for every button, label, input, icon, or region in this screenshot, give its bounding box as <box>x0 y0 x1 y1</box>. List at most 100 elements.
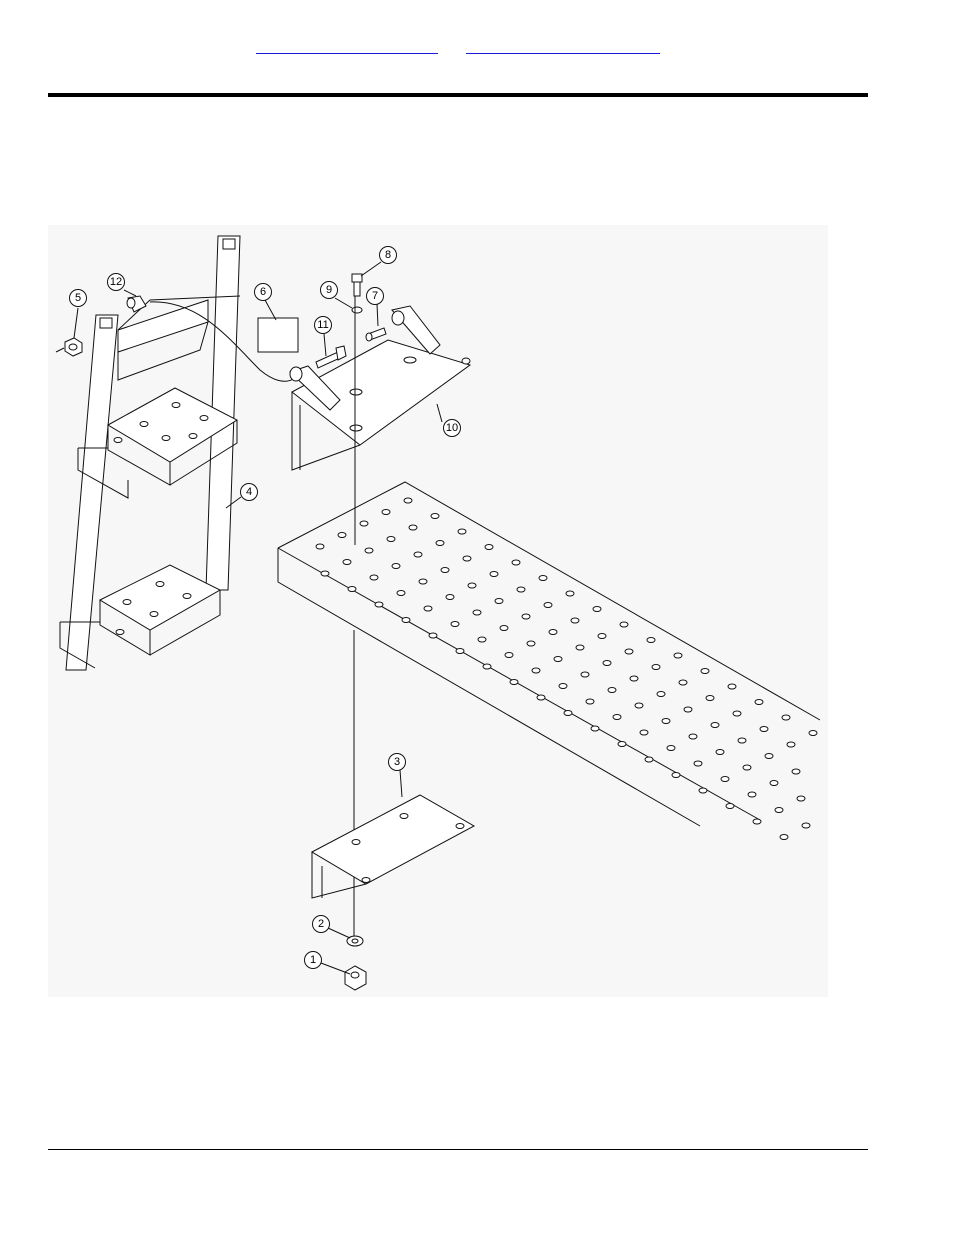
tread-hole <box>485 545 493 550</box>
tread-hole <box>532 668 540 673</box>
footer-rule <box>48 1149 868 1150</box>
tread-hole <box>402 618 410 623</box>
tread-hole <box>608 688 616 693</box>
tread-hole <box>635 703 643 708</box>
tread-hole <box>674 653 682 658</box>
callout-label-7: 7 <box>372 290 378 302</box>
tread-hole <box>404 498 412 503</box>
tread-hole <box>564 711 572 716</box>
tread-hole <box>544 603 552 608</box>
tread-hole <box>662 719 670 724</box>
bolt-item-8 <box>352 274 362 296</box>
tread-hole <box>640 730 648 735</box>
tread-hole <box>787 742 795 747</box>
tread-hole <box>738 738 746 743</box>
callout-label-3: 3 <box>394 756 400 768</box>
tread-hole <box>539 576 547 581</box>
tread-hole <box>473 610 481 615</box>
tread-hole <box>743 765 751 770</box>
tread-hole <box>765 754 773 759</box>
tread-hole <box>728 684 736 689</box>
tread-hole <box>657 692 665 697</box>
tread-hole <box>566 591 574 596</box>
tread-hole <box>510 680 518 685</box>
tread-hole <box>620 622 628 627</box>
tread-hole <box>603 661 611 666</box>
tread-hole <box>446 595 454 600</box>
tread-hole <box>414 552 422 557</box>
tread-hole <box>527 641 535 646</box>
tread-hole <box>809 731 817 736</box>
tread-hole <box>500 626 508 631</box>
tread-hole <box>512 560 520 565</box>
tread-hole <box>748 792 756 797</box>
tread-hole <box>436 541 444 546</box>
tread-hole <box>468 583 476 588</box>
tread-hole <box>672 773 680 778</box>
tread-hole <box>316 544 324 549</box>
tread-hole <box>456 649 464 654</box>
tread-hole <box>586 699 594 704</box>
tread-hole <box>647 638 655 643</box>
tread-hole <box>321 571 329 576</box>
callout-label-2: 2 <box>318 918 324 930</box>
tread-hole <box>684 707 692 712</box>
tread-hole <box>576 645 584 650</box>
callout-label-11: 11 <box>317 319 328 331</box>
tread-hole <box>679 680 687 685</box>
tread-hole <box>755 700 763 705</box>
tread-hole <box>701 669 709 674</box>
tread-hole <box>645 757 653 762</box>
callout-label-10: 10 <box>446 422 458 434</box>
tread-hole <box>667 746 675 751</box>
tread-hole <box>598 634 606 639</box>
tread-hole <box>463 556 471 561</box>
tread-hole <box>549 630 557 635</box>
tread-hole <box>495 599 503 604</box>
tread-hole <box>581 672 589 677</box>
tread-hole <box>780 835 788 840</box>
tread-hole <box>505 653 513 658</box>
tread-hole <box>451 622 459 627</box>
tread-hole <box>431 514 439 519</box>
tread-hole <box>522 614 530 619</box>
tread-hole <box>490 572 498 577</box>
callout-label-9: 9 <box>326 284 332 296</box>
tread-hole <box>537 695 545 700</box>
callout-label-1: 1 <box>310 954 316 966</box>
tread-hole <box>770 781 778 786</box>
tread-hole <box>360 521 368 526</box>
tread-hole <box>591 726 599 731</box>
tread-hole <box>348 587 356 592</box>
tread-hole <box>424 606 432 611</box>
tread-hole <box>441 568 449 573</box>
tread-hole <box>478 637 486 642</box>
tread-hole <box>689 734 697 739</box>
tread-hole <box>625 649 633 654</box>
decal-item-6 <box>258 318 298 352</box>
tread-hole <box>554 657 562 662</box>
tread-hole <box>593 607 601 612</box>
tread-hole <box>517 587 525 592</box>
tread-hole <box>733 711 741 716</box>
tread-hole <box>387 537 395 542</box>
callout-label-8: 8 <box>385 249 391 261</box>
tread-hole <box>694 761 702 766</box>
tread-hole <box>802 823 810 828</box>
tread-hole <box>782 715 790 720</box>
tread-hole <box>392 564 400 569</box>
tread-hole <box>382 510 390 515</box>
tread-hole <box>397 591 405 596</box>
tread-hole <box>571 618 579 623</box>
callout-label-6: 6 <box>260 286 266 298</box>
tread-hole <box>792 769 800 774</box>
tread-hole <box>797 796 805 801</box>
washer-item-9 <box>352 307 362 313</box>
tread-hole <box>618 742 626 747</box>
tread-hole <box>775 808 783 813</box>
tread-hole <box>343 560 351 565</box>
tread-hole <box>699 788 707 793</box>
callout-label-12: 12 <box>110 276 122 288</box>
tread-hole <box>613 715 621 720</box>
